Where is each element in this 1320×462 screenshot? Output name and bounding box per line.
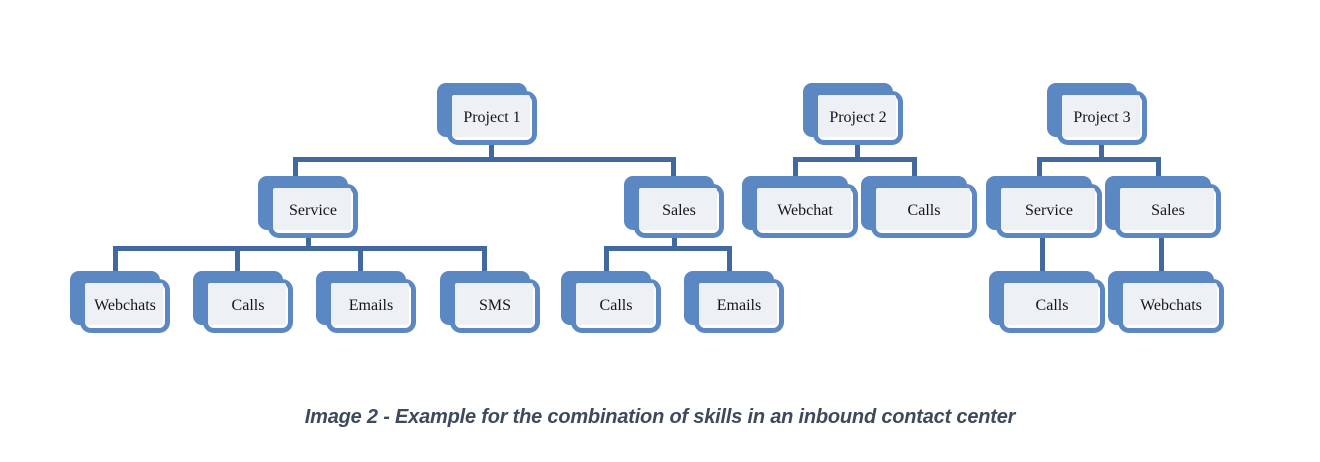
node-label: Emails <box>348 297 394 314</box>
node-label: Webchats <box>94 297 156 314</box>
connector-p3-to-sales <box>1156 157 1161 179</box>
connector-p3-to-service <box>1037 157 1042 179</box>
node-label: Sales <box>662 202 696 219</box>
connector-service-bar <box>113 246 487 251</box>
node-inner-fill <box>452 95 530 137</box>
connector-sales-bar <box>604 246 732 251</box>
node-service-sms[interactable]: SMS <box>440 271 540 333</box>
connector-service-to-emails <box>358 246 363 271</box>
connector-p2-bar <box>793 157 917 162</box>
node-p3-sales[interactable]: Sales <box>1105 176 1221 238</box>
node-sales-emails[interactable]: Emails <box>684 271 784 333</box>
node-inner-fill <box>1123 283 1217 325</box>
node-label: Project 3 <box>1073 109 1131 126</box>
node-label: Emails <box>716 297 762 314</box>
node-service-calls[interactable]: Calls <box>193 271 293 333</box>
connector-p3-stem <box>1099 145 1104 159</box>
connector-p2-to-calls <box>912 157 917 179</box>
connector-service-to-webchats <box>113 246 118 271</box>
node-label: Calls <box>907 202 941 219</box>
node-sales-calls[interactable]: Calls <box>561 271 661 333</box>
connector-service-to-sms <box>482 246 487 271</box>
connector-p3-sales-to-webchats <box>1159 238 1164 273</box>
node-inner-fill <box>876 188 970 230</box>
node-label: Project 2 <box>829 109 887 126</box>
node-p3-sales-webchats[interactable]: Webchats <box>1108 271 1224 333</box>
connector-sales-to-emails <box>727 246 732 271</box>
node-label: Calls <box>1035 297 1069 314</box>
connector-p2-to-webchat <box>793 157 798 179</box>
node-project-3[interactable]: Project 3 <box>1047 83 1147 145</box>
node-label: Sales <box>1151 202 1185 219</box>
node-service-webchats[interactable]: Webchats <box>70 271 170 333</box>
node-label: Service <box>1025 202 1073 219</box>
connector-service-to-calls <box>235 246 240 271</box>
node-p2-calls[interactable]: Calls <box>861 176 977 238</box>
node-inner-fill <box>576 283 654 325</box>
connector-service-stem <box>306 238 311 248</box>
node-inner-fill <box>455 283 533 325</box>
node-project-2[interactable]: Project 2 <box>803 83 903 145</box>
connector-p3-bar <box>1037 157 1161 162</box>
node-inner-fill <box>85 283 163 325</box>
node-inner-fill <box>273 188 351 230</box>
connector-sales-to-calls <box>604 246 609 271</box>
node-inner-fill <box>699 283 777 325</box>
node-p3-service-calls[interactable]: Calls <box>989 271 1105 333</box>
node-label: Service <box>289 202 337 219</box>
node-label: Calls <box>231 297 265 314</box>
node-label: SMS <box>478 297 512 314</box>
connector-p1-to-sales <box>671 157 676 179</box>
node-label: Calls <box>599 297 633 314</box>
connector-p1-stem <box>489 145 494 159</box>
connector-p1-bar <box>293 157 676 162</box>
node-label: Webchats <box>1140 297 1202 314</box>
node-p2-webchat[interactable]: Webchat <box>742 176 858 238</box>
connector-p3-service-to-calls <box>1040 238 1045 273</box>
node-inner-fill <box>208 283 286 325</box>
figure-caption: Image 2 - Example for the combination of… <box>304 406 1016 428</box>
node-inner-fill <box>1120 188 1214 230</box>
connector-p1-to-service <box>293 157 298 179</box>
node-inner-fill <box>818 95 896 137</box>
connector-p2-stem <box>855 145 860 159</box>
node-p3-service[interactable]: Service <box>986 176 1102 238</box>
node-p1-service[interactable]: Service <box>258 176 358 238</box>
node-inner-fill <box>757 188 851 230</box>
connector-sales-stem <box>672 238 677 248</box>
node-project-1[interactable]: Project 1 <box>437 83 537 145</box>
node-inner-fill <box>1001 188 1095 230</box>
node-inner-fill <box>1062 95 1140 137</box>
node-inner-fill <box>639 188 717 230</box>
node-label: Webchat <box>777 202 833 219</box>
node-inner-fill <box>331 283 409 325</box>
node-label: Project 1 <box>463 109 521 126</box>
node-service-emails[interactable]: Emails <box>316 271 416 333</box>
node-p1-sales[interactable]: Sales <box>624 176 724 238</box>
node-inner-fill <box>1004 283 1098 325</box>
